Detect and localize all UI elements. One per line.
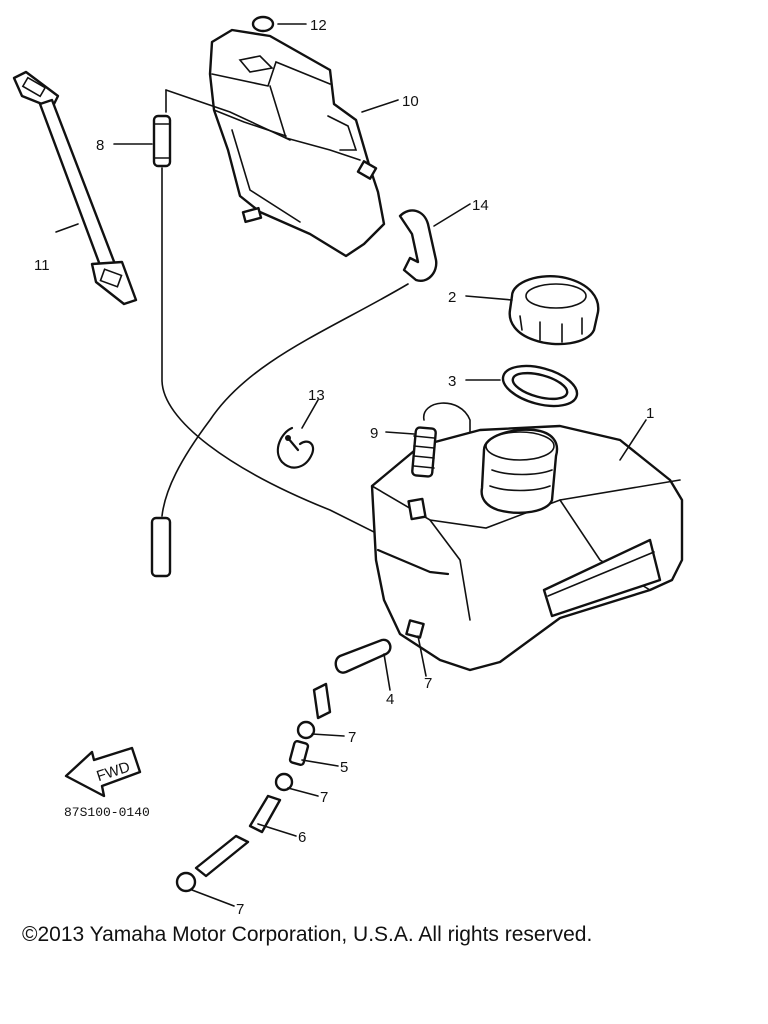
hose-end-lower[interactable] xyxy=(150,516,172,578)
callout-9: 9 xyxy=(370,425,378,442)
fwd-direction-arrow: FWD xyxy=(64,746,142,798)
callout-12: 12 xyxy=(310,17,327,34)
callout-1: 1 xyxy=(646,405,654,422)
callout-7-d: 7 xyxy=(236,901,244,918)
callout-11: 11 xyxy=(34,257,50,274)
hose-part-14[interactable] xyxy=(398,209,438,282)
callout-13: 13 xyxy=(308,387,325,404)
callout-4: 4 xyxy=(386,691,394,708)
fuel-tank-part-1[interactable] xyxy=(370,424,684,672)
callout-numbers: 12 10 8 14 2 3 13 9 1 11 4 7 7 5 7 6 7 xyxy=(34,17,654,918)
cap-part-12[interactable] xyxy=(251,15,275,33)
hose-part-8[interactable] xyxy=(152,114,172,168)
callout-8: 8 xyxy=(96,137,104,154)
fuel-line-assembly[interactable] xyxy=(175,619,425,893)
callout-7-a: 7 xyxy=(424,675,432,692)
clip-part-13[interactable] xyxy=(276,426,315,469)
callout-6: 6 xyxy=(298,829,306,846)
callout-3: 3 xyxy=(448,373,456,390)
breather-part-9[interactable] xyxy=(411,426,437,478)
gasket-part-3[interactable] xyxy=(499,359,582,413)
leader-lines xyxy=(55,23,647,907)
part-code: 87S100-0140 xyxy=(64,805,150,820)
callout-7-b: 7 xyxy=(348,729,356,746)
callout-14: 14 xyxy=(472,197,489,214)
callout-2: 2 xyxy=(448,289,456,306)
overflow-tank-part-10[interactable] xyxy=(208,28,386,258)
copyright-notice: ©2013 Yamaha Motor Corporation, U.S.A. A… xyxy=(22,923,593,946)
callout-10: 10 xyxy=(402,93,419,110)
callout-7-c: 7 xyxy=(320,789,328,806)
routing-lines xyxy=(161,89,471,571)
strap-part-11[interactable] xyxy=(12,70,138,306)
callout-5: 5 xyxy=(340,759,348,776)
filler-cap-part-2[interactable] xyxy=(508,275,600,346)
